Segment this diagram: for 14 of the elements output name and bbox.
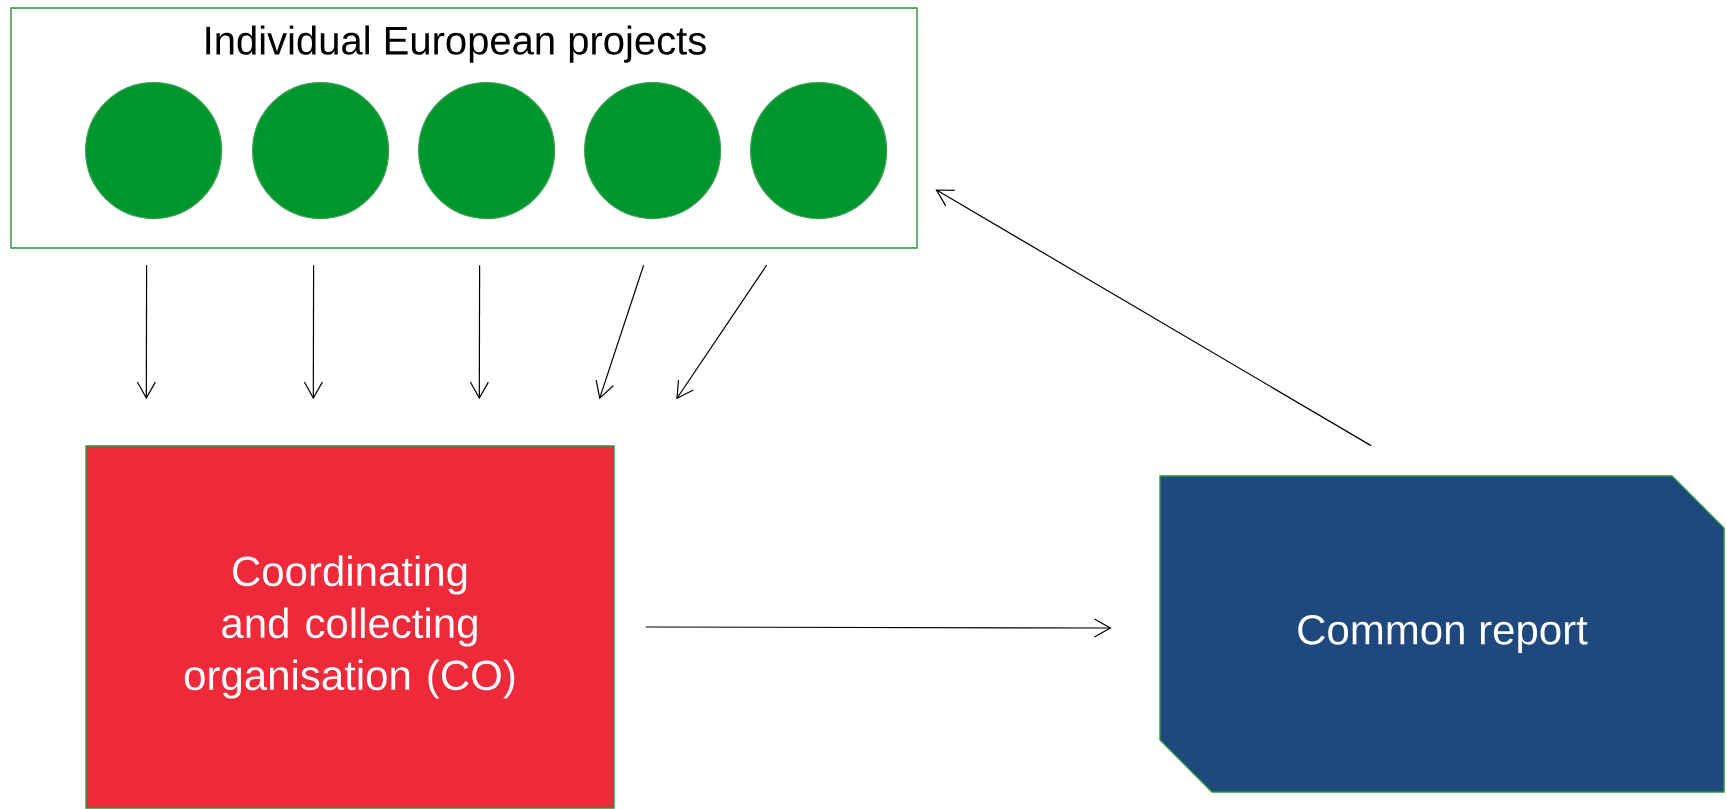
project-circle [750, 82, 888, 220]
project-circle [252, 82, 390, 220]
arrow [136, 264, 156, 400]
process-box: Coordinating and collecting organisation (CO) [85, 445, 615, 809]
project-circle [85, 82, 223, 220]
arrow [469, 264, 489, 400]
arrow [303, 264, 323, 400]
arrow [935, 189, 1372, 447]
project-circle [584, 82, 722, 220]
arrow [645, 618, 1112, 638]
arrow [676, 264, 768, 400]
project-circle [418, 82, 556, 220]
group-box: Individual European projects [10, 7, 918, 249]
arrow [595, 264, 645, 400]
